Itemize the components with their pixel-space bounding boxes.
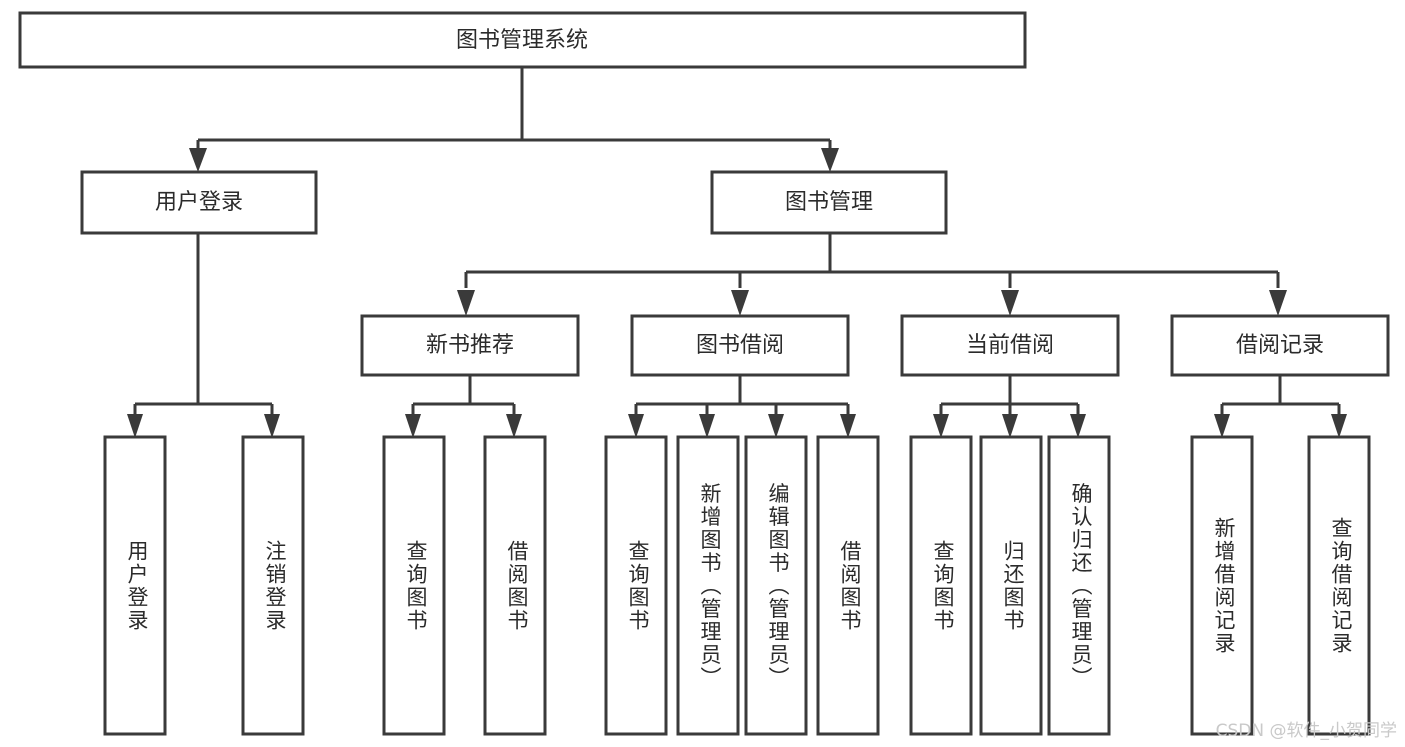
leaf-user-logout[interactable]: 注销登录 [241,435,305,736]
node-new-book-recommend-box[interactable] [360,314,580,377]
arrowhead-leaf-edit-book [768,414,784,438]
node-book-manage[interactable]: 图书管理 [710,170,948,235]
leaf-add-book[interactable]: 新增图书（管理员） [676,435,740,736]
node-book-borrow[interactable]: 图书借阅 [630,314,850,377]
leaf-query-book-1[interactable]: 查询图书 [382,435,446,736]
leaf-confirm-return-label: 确认归还（管理员） [1069,483,1093,690]
arrowhead-leaf-borrow-book-2 [840,414,856,438]
leaf-return-book[interactable]: 归还图书 [979,435,1043,736]
node-book-borrow-box[interactable] [630,314,850,377]
arrowhead-leaf-query-book-1 [405,414,421,438]
leaf-query-book-3[interactable]: 查询图书 [909,435,973,736]
leaf-user-login[interactable]: 用户登录 [103,435,167,736]
leaf-query-book-3-box[interactable] [909,435,973,736]
node-borrow-record[interactable]: 借阅记录 [1170,314,1390,377]
leaf-borrow-book-2[interactable]: 借阅图书 [816,435,880,736]
node-root-box[interactable] [18,11,1027,69]
leaf-return-book-box[interactable] [979,435,1043,736]
leaf-add-book-box[interactable] [676,435,740,736]
arrowhead-leaf-query-record [1331,414,1347,438]
leaf-borrow-book-2-label: 借阅图书 [838,540,862,632]
leaf-query-book-3-label: 查询图书 [931,540,955,632]
arrowhead-leaf-add-book [699,414,715,438]
leaf-borrow-book-2-box[interactable] [816,435,880,736]
leaf-confirm-return-box[interactable] [1047,435,1111,736]
node-user-login-box[interactable] [80,170,318,235]
arrowhead-leaf-borrow-book-1 [506,414,522,438]
leaf-query-book-2-box[interactable] [604,435,668,736]
leaf-edit-book[interactable]: 编辑图书（管理员） [744,435,808,736]
arrowhead-borrow-record [1269,290,1287,316]
node-borrow-record-label: 借阅记录 [1236,333,1324,358]
leaf-user-login-box[interactable] [103,435,167,736]
arrowhead-leaf-user-login [127,414,143,438]
leaf-user-login-label: 用户登录 [125,540,149,632]
arrowhead-leaf-query-book-2 [628,414,644,438]
leaf-query-book-2[interactable]: 查询图书 [604,435,668,736]
leaf-query-record-label: 查询借阅记录 [1329,517,1353,655]
arrowhead-leaf-query-book-3 [933,414,949,438]
node-book-borrow-label: 图书借阅 [696,333,784,358]
node-current-borrow-label: 当前借阅 [966,333,1054,358]
leaf-add-record-label: 新增借阅记录 [1212,517,1236,655]
node-root[interactable]: 图书管理系统 [18,11,1027,69]
leaf-borrow-book-1-label: 借阅图书 [505,540,529,632]
node-book-manage-box[interactable] [710,170,948,235]
leaf-return-book-label: 归还图书 [1001,540,1025,632]
node-new-book-recommend-label: 新书推荐 [426,333,514,358]
node-borrow-record-box[interactable] [1170,314,1390,377]
leaf-borrow-book-1-box[interactable] [483,435,547,736]
arrowhead-current-borrow [1001,290,1019,316]
leaf-borrow-book-1[interactable]: 借阅图书 [483,435,547,736]
node-new-book-recommend[interactable]: 新书推荐 [360,314,580,377]
leaf-add-record-box[interactable] [1190,435,1254,736]
leaf-user-logout-box[interactable] [241,435,305,736]
arrowhead-book-manage [821,148,839,172]
leaf-edit-book-label: 编辑图书（管理员） [766,483,790,690]
arrowhead-book-borrow [731,290,749,316]
leaf-query-record[interactable]: 查询借阅记录 [1307,435,1371,736]
arrowhead-new-book-recommend [457,290,475,316]
leaf-add-record[interactable]: 新增借阅记录 [1190,435,1254,736]
leaf-user-logout-label: 注销登录 [263,540,287,632]
node-user-login-label: 用户登录 [155,190,243,215]
arrowhead-leaf-add-record [1214,414,1230,438]
leaf-query-record-box[interactable] [1307,435,1371,736]
leaf-edit-book-box[interactable] [744,435,808,736]
leaf-query-book-2-label: 查询图书 [626,540,650,632]
leaf-confirm-return[interactable]: 确认归还（管理员） [1047,435,1111,736]
arrowhead-leaf-return-book [1002,414,1018,438]
node-book-manage-label: 图书管理 [785,190,873,215]
arrowhead-user-login [189,148,207,172]
node-root-label: 图书管理系统 [456,28,588,53]
leaf-add-book-label: 新增图书（管理员） [698,483,722,690]
node-current-borrow[interactable]: 当前借阅 [900,314,1120,377]
arrowhead-leaf-confirm-return [1070,414,1086,438]
edges-group [127,67,1347,438]
node-current-borrow-box[interactable] [900,314,1120,377]
arrowhead-leaf-user-logout [264,414,280,438]
leaf-query-book-1-label: 查询图书 [404,540,428,632]
node-user-login[interactable]: 用户登录 [80,170,318,235]
leaf-query-book-1-box[interactable] [382,435,446,736]
